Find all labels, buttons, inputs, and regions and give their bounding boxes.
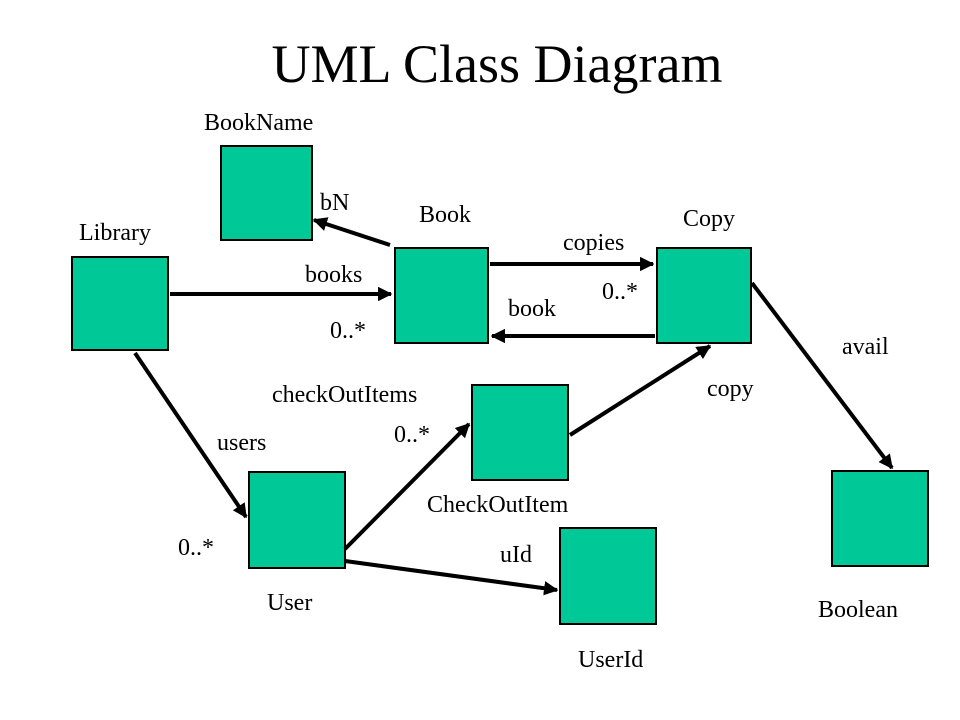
class-label-library: Library bbox=[79, 220, 151, 246]
class-box-checkoutitem[interactable] bbox=[471, 384, 569, 481]
class-box-user[interactable] bbox=[248, 471, 346, 569]
role-label-checkOutItems: checkOutItems bbox=[272, 382, 417, 408]
class-label-bookname: BookName bbox=[204, 110, 313, 136]
class-box-copy[interactable] bbox=[656, 247, 752, 344]
class-box-userid[interactable] bbox=[559, 527, 657, 625]
class-label-user: User bbox=[267, 590, 312, 616]
edge-user-to-userid bbox=[344, 559, 559, 596]
class-label-book: Book bbox=[419, 202, 471, 228]
edge-checkoutitem-to-copy bbox=[568, 344, 712, 437]
class-box-bookname[interactable] bbox=[220, 145, 313, 241]
class-label-boolean: Boolean bbox=[818, 597, 898, 623]
multiplicity-users: 0..* bbox=[178, 535, 214, 561]
edge-user-to-checkoutitem bbox=[343, 422, 471, 551]
edge-copy-to-boolean bbox=[750, 281, 894, 470]
edge-book-to-bookname bbox=[312, 217, 391, 247]
role-label-users: users bbox=[217, 430, 266, 456]
role-label-copies: copies bbox=[563, 230, 624, 256]
role-label-uId: uId bbox=[500, 542, 532, 568]
role-label-copy: copy bbox=[707, 376, 754, 402]
class-box-book[interactable] bbox=[394, 247, 489, 344]
role-label-avail: avail bbox=[842, 334, 889, 360]
class-box-boolean[interactable] bbox=[831, 470, 929, 567]
class-box-library[interactable] bbox=[71, 256, 169, 351]
role-label-books: books bbox=[305, 262, 362, 288]
class-label-copy: Copy bbox=[683, 206, 735, 232]
class-label-checkoutitem: CheckOutItem bbox=[427, 492, 569, 518]
diagram-title: UML Class Diagram bbox=[272, 34, 723, 94]
multiplicity-books: 0..* bbox=[330, 318, 366, 344]
class-label-userid: UserId bbox=[578, 647, 643, 673]
edge-library-to-user bbox=[133, 351, 248, 519]
role-label-bN: bN bbox=[320, 190, 349, 216]
multiplicity-copies: 0..* bbox=[602, 279, 638, 305]
multiplicity-checkOutItems: 0..* bbox=[394, 422, 430, 448]
role-label-book: book bbox=[508, 296, 556, 322]
